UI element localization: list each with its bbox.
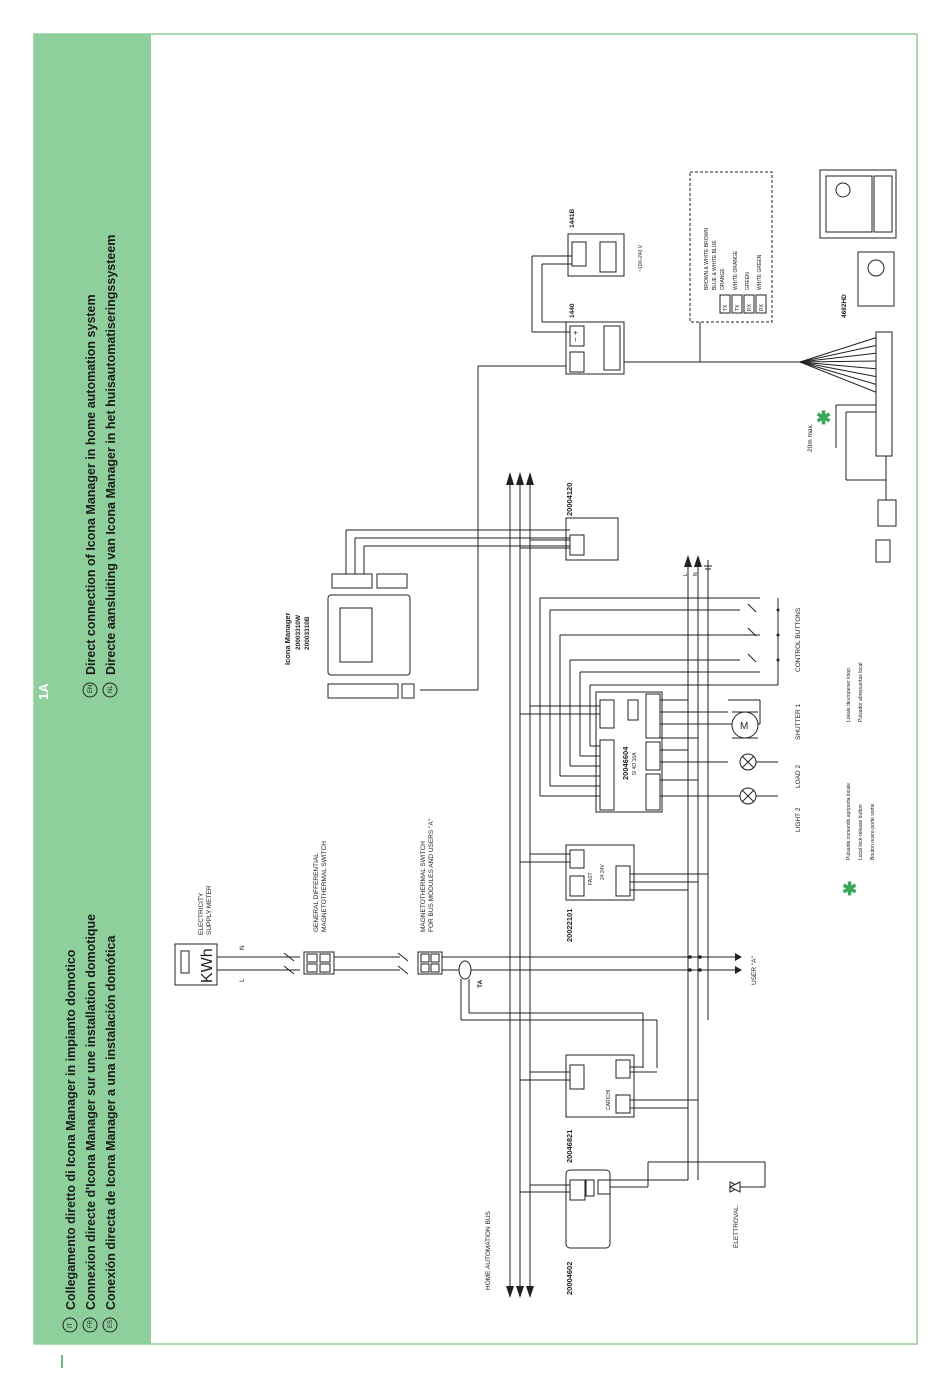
bus-switch: MAGNETOTHERMAL SWITCH FOR BUS MODULES AN…	[397, 818, 443, 975]
meter-label-2: SUPPLY METER	[206, 885, 213, 935]
wire-5: WHITE GREEN	[757, 254, 763, 290]
general-switch: GENERAL DIFFERENTIAL MAGNETOTHERMAL SWIT…	[283, 841, 335, 975]
bus-switch-label-2: FOR BUS MODULES AND USERS "A"	[428, 818, 435, 932]
supply-n: N	[239, 945, 246, 950]
bus-label: HOME AUTOMATION BUS	[485, 1210, 492, 1290]
user-a-label: USER "A"	[751, 955, 758, 985]
label-20022101: 20022101	[565, 909, 574, 942]
lamp-light-2	[739, 787, 778, 805]
svg-text:M: M	[740, 721, 748, 732]
title-fr-text: Connexion directe d'Icona Manager sur un…	[84, 914, 98, 1310]
module-20004120: 20004120	[345, 483, 619, 575]
bus-rails	[506, 472, 534, 1298]
general-switch-label-2: MAGNETOTHERMAL SWITCH	[321, 841, 328, 932]
ln-rails: L N	[683, 555, 712, 1180]
label-20046821: 20046821	[565, 1130, 574, 1163]
title-en-text: Direct connection of Icona Manager in ho…	[84, 294, 98, 675]
meter-text: KWh	[199, 948, 216, 983]
icona-b: 20003310B	[304, 616, 311, 650]
distance-label: 20m max.	[807, 423, 814, 452]
legend-nl: Lokale deuropener knop	[846, 668, 852, 722]
meter-label-1: ELECTRICITY	[198, 892, 205, 935]
local-button-star-icon: ✱	[816, 408, 831, 428]
fan-wires	[799, 336, 879, 394]
module-1440: − + 1440	[565, 303, 800, 375]
general-switch-label-1: GENERAL DIFFERENTIAL	[313, 853, 320, 932]
legend-en: Local lock-release button	[858, 804, 864, 860]
title-band	[34, 34, 151, 1344]
title-it-text: Collegamento diretto di Icona Manager in…	[64, 949, 78, 1310]
elettroval-label: ELETTROVAL.	[733, 1204, 740, 1248]
bus-switch-label-1: MAGNETOTHERMAL SWITCH	[420, 841, 427, 932]
page-frame	[33, 33, 918, 1345]
supply-lines	[217, 956, 735, 971]
wire-terminal-2: RX	[747, 303, 753, 311]
shutter-motor: M	[728, 699, 761, 739]
wire-terminal-1: TX	[735, 304, 741, 311]
module-20046821: CARICHI 20046821	[520, 1054, 698, 1163]
legend-star-icon: ✱	[842, 879, 857, 899]
wire-3: WHITE ORANGE	[733, 250, 739, 290]
control-buttons	[540, 597, 780, 686]
module-20022101: 24 24V FAST 20022101	[520, 844, 708, 942]
user-a-arrows	[688, 953, 742, 974]
local-button-legend: ✱ Pulsante comando apriporta locale Loca…	[842, 663, 876, 899]
supply-l: L	[239, 978, 246, 982]
wire-terminal-0: TX	[723, 304, 729, 311]
title-es-text: Conexión directa de Icona Manager a una …	[104, 935, 118, 1310]
title-fr: FR Connexion directe d'Icona Manager sur…	[82, 914, 98, 1333]
label-20004120: 20004120	[565, 483, 574, 516]
label-4682hd: 4682HD	[841, 294, 848, 318]
panel-4682hd: 4682HD	[819, 169, 897, 457]
icona-w: 20003310W	[295, 614, 302, 650]
svg-text:ES: ES	[108, 1320, 114, 1328]
svg-text:EN: EN	[88, 685, 94, 693]
svg-text:NL: NL	[108, 685, 114, 693]
label-1440: 1440	[569, 303, 576, 318]
lamp-load-2	[739, 753, 778, 771]
m20022101-inner-2: FAST	[588, 872, 594, 885]
shutter1-label: SHUTTER 1	[795, 704, 802, 741]
legend-es: Pulsador abrepuertas local	[858, 663, 864, 722]
svg-text:− +: − +	[571, 330, 580, 342]
wire-legend: TX TX RX RX BROWN & WHITE BROWN BLUE & W…	[689, 171, 773, 362]
wire-0: BROWN & WHITE BROWN	[704, 228, 710, 290]
title-it: IT Collegamento diretto di Icona Manager…	[62, 949, 78, 1333]
title-en: EN Direct connection of Icona Manager in…	[82, 294, 98, 698]
rail-n: N	[693, 572, 699, 576]
load2-label: LOAD 2	[795, 764, 802, 788]
rail-l: L	[683, 573, 689, 576]
label-20046604: 20046604	[621, 746, 630, 780]
svg-text:IT: IT	[68, 1322, 74, 1328]
label-1441b: 1441B	[569, 209, 576, 228]
wire-4: GREEN	[745, 272, 751, 290]
label-1441b-volt: ~100÷240 V	[638, 244, 644, 272]
icona-title: Icona Manager	[283, 612, 292, 665]
m20022101-inner-1: 24 24V	[600, 863, 606, 880]
ta-label: TA	[477, 980, 484, 988]
m20046821-inner: CARICHI	[606, 1089, 612, 1110]
module-20046604: 20046604 5I 4O 16A	[520, 598, 760, 813]
wire-terminal-3: RX	[759, 303, 765, 311]
electricity-meter: KWh ELECTRICITY SUPPLY METER	[174, 885, 218, 986]
control-buttons-label: CONTROL BUTTONS	[795, 607, 802, 672]
module-20004602: 20004602 ELETTROVAL.	[520, 1161, 766, 1295]
label-20004602: 20004602	[565, 1262, 574, 1295]
title-es: ES Conexión directa de Icona Manager a u…	[102, 935, 118, 1333]
module-1441b: 1441B ~100÷240 V	[531, 209, 644, 333]
title-nl: NL Directe aansluiting van Icona Manager…	[102, 235, 118, 698]
label-20046604-sub: 5I 4O 16A	[632, 752, 638, 775]
section-tag: 1A	[36, 683, 51, 700]
ta-sensor: TA	[458, 960, 658, 1068]
wire-1: BLUE & WHITE BLUE	[712, 240, 718, 290]
light2-label: LIGHT 2	[795, 807, 802, 832]
lock-release-wiring	[835, 404, 897, 563]
title-nl-text: Directe aansluiting van Icona Manager in…	[104, 235, 118, 675]
icona-manager: Icona Manager 20003310W 20003310B	[283, 365, 570, 699]
svg-text:FR: FR	[88, 1319, 94, 1328]
wire-2: ORANGE	[720, 268, 726, 290]
legend-it: Pulsante comando apriporta locale	[846, 783, 852, 860]
legend-fr: Bouton ouvre-porte sortie	[870, 803, 876, 860]
